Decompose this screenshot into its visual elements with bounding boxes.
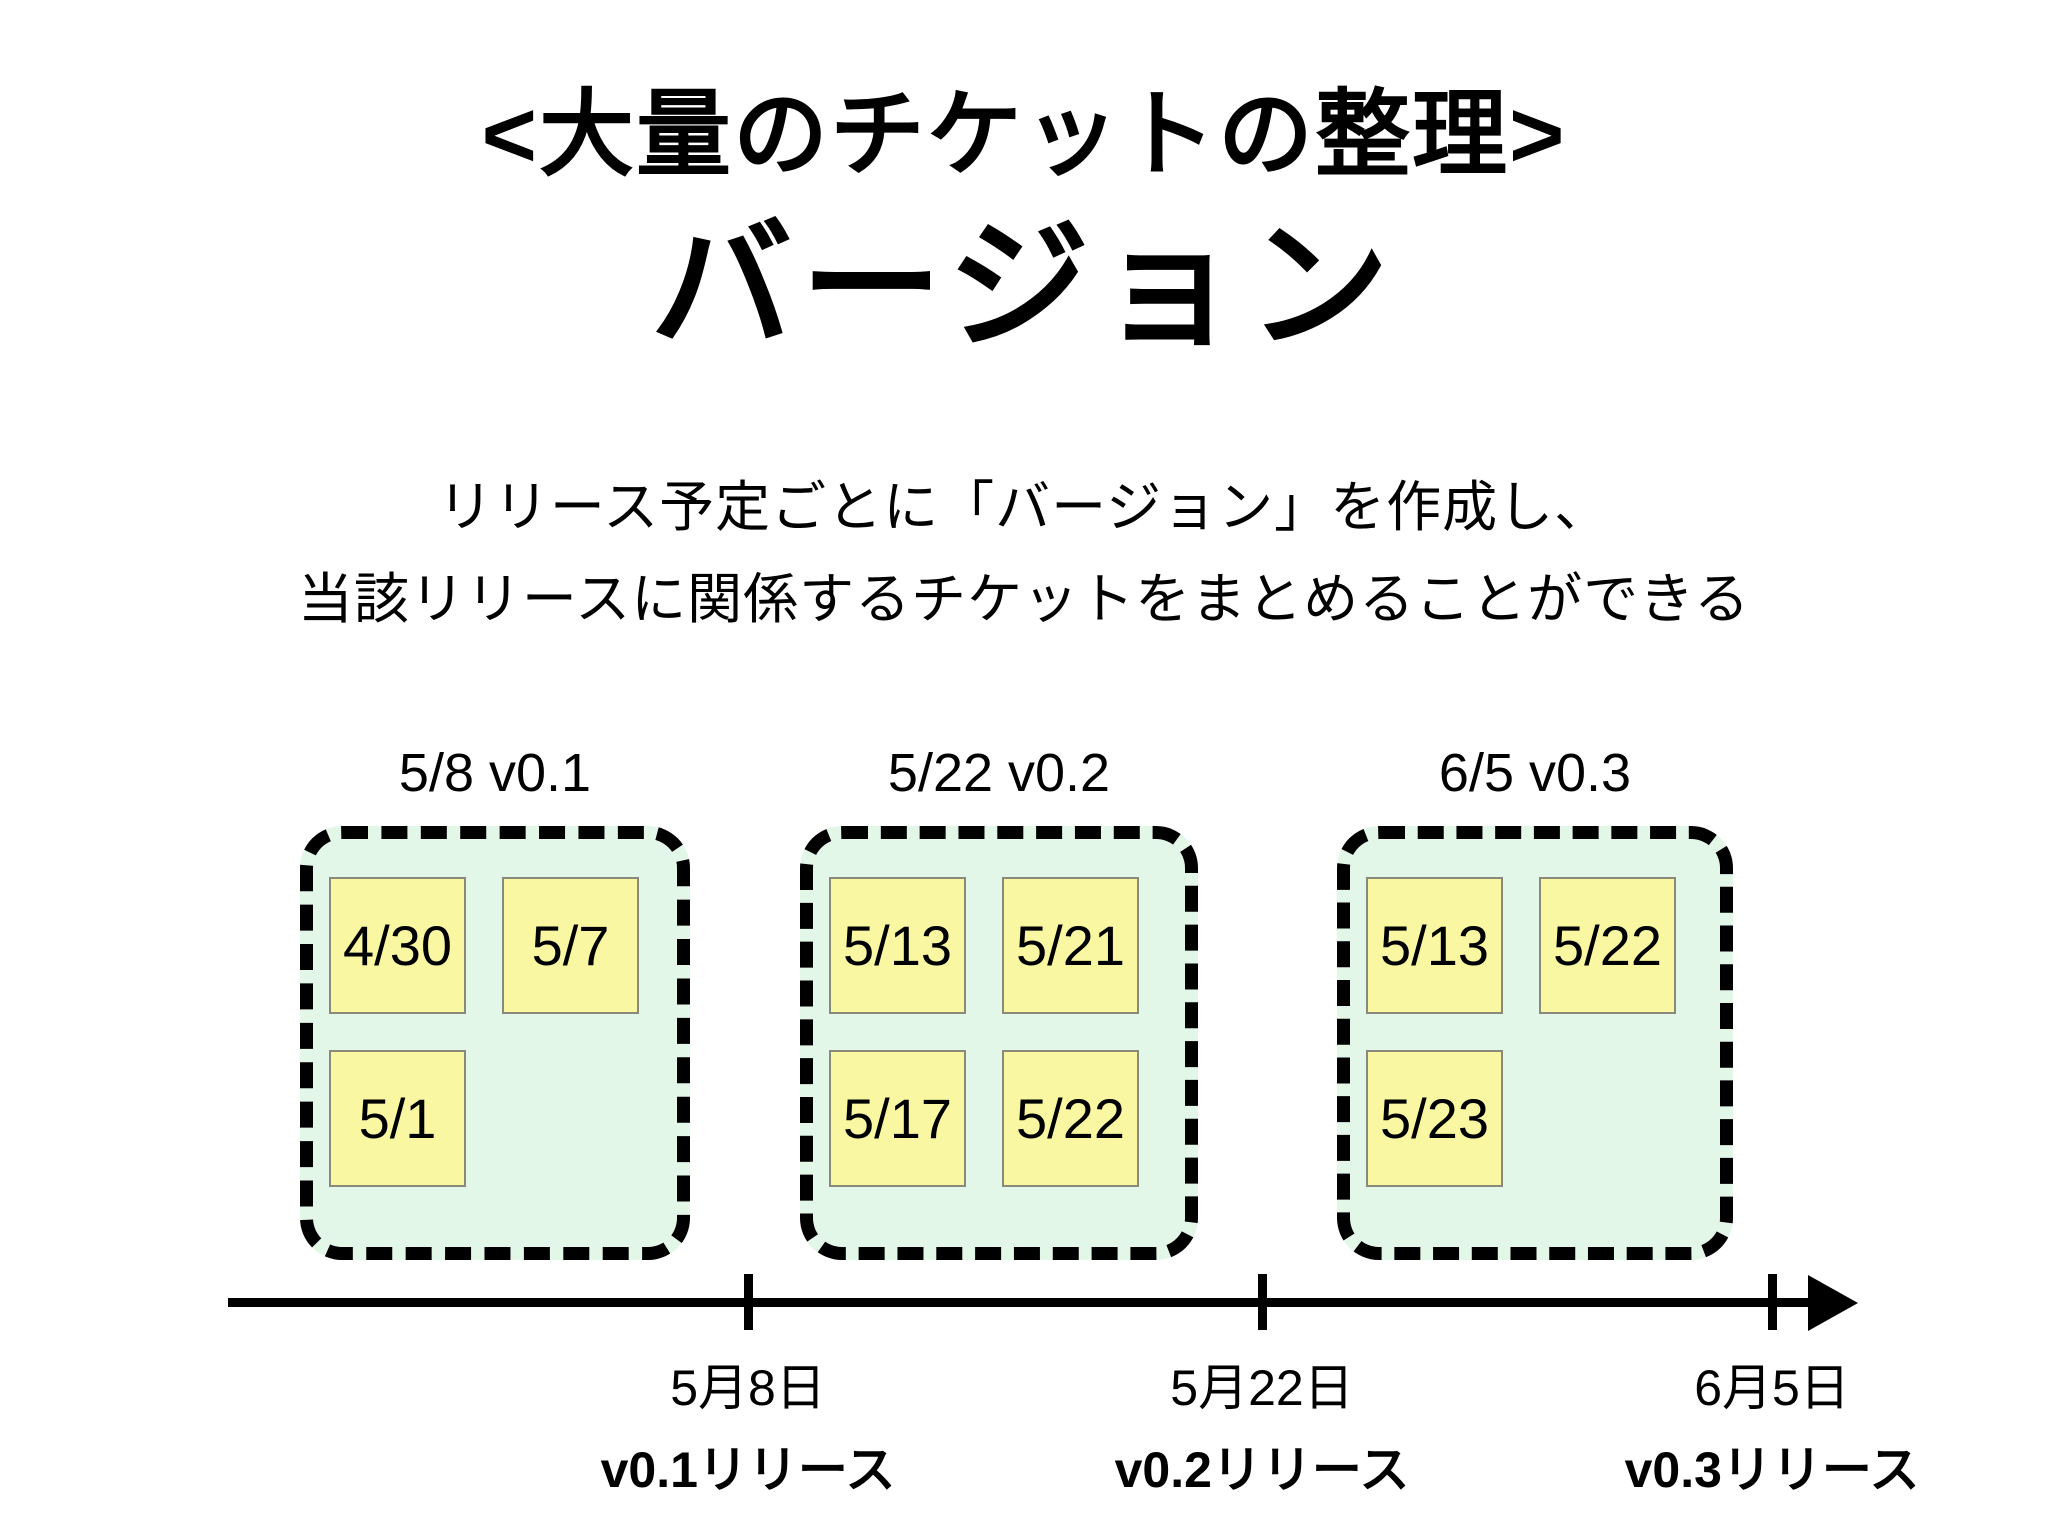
ticket: 5/13 xyxy=(829,877,966,1014)
description-line-2: 当該リリースに関係するチケットをまとめることができる xyxy=(297,568,1751,630)
slide-category-title: <大量のチケットの整理> xyxy=(481,82,1567,188)
ticket: 4/30 xyxy=(329,877,466,1014)
ticket: 5/17 xyxy=(829,1050,966,1187)
ticket: 5/1 xyxy=(329,1050,466,1187)
ticket: 5/22 xyxy=(1539,877,1676,1014)
milestone-release-label: v0.1リリース xyxy=(600,1442,896,1498)
timeline-axis xyxy=(228,1298,1813,1307)
milestone-date-label: 5月22日 xyxy=(1170,1360,1354,1416)
ticket-grid: 5/13 5/21 5/17 5/22 xyxy=(813,839,1185,1187)
milestone-date-label: 6月5日 xyxy=(1694,1360,1850,1416)
version-box-v0-1: 4/30 5/7 5/1 xyxy=(300,826,690,1260)
milestone-date-label: 5月8日 xyxy=(670,1360,826,1416)
ticket: 5/21 xyxy=(1002,877,1139,1014)
timeline-tick xyxy=(744,1274,753,1330)
milestone-release-label: v0.2リリース xyxy=(1114,1442,1410,1498)
ticket: 5/7 xyxy=(502,877,639,1014)
ticket-grid: 4/30 5/7 5/1 xyxy=(313,839,677,1187)
timeline-tick xyxy=(1258,1274,1267,1330)
ticket: 5/22 xyxy=(1002,1050,1139,1187)
version-label-v0-2: 5/22 v0.2 xyxy=(887,743,1111,803)
version-box-v0-3: 5/13 5/22 5/23 xyxy=(1337,826,1733,1260)
slide-main-title: バージョン xyxy=(650,207,1398,366)
ticket-grid: 5/13 5/22 5/23 xyxy=(1350,839,1720,1187)
version-box-v0-2: 5/13 5/21 5/17 5/22 xyxy=(800,826,1198,1260)
version-label-v0-1: 5/8 v0.1 xyxy=(398,743,592,803)
timeline-tick xyxy=(1768,1274,1777,1330)
version-label-v0-3: 6/5 v0.3 xyxy=(1438,743,1632,803)
timeline-arrowhead-icon xyxy=(1808,1275,1858,1331)
ticket: 5/13 xyxy=(1366,877,1503,1014)
ticket: 5/23 xyxy=(1366,1050,1503,1187)
milestone-release-label: v0.3リリース xyxy=(1624,1442,1920,1498)
description-line-1: リリース予定ごとに「バージョン」を作成し、 xyxy=(437,476,1611,538)
